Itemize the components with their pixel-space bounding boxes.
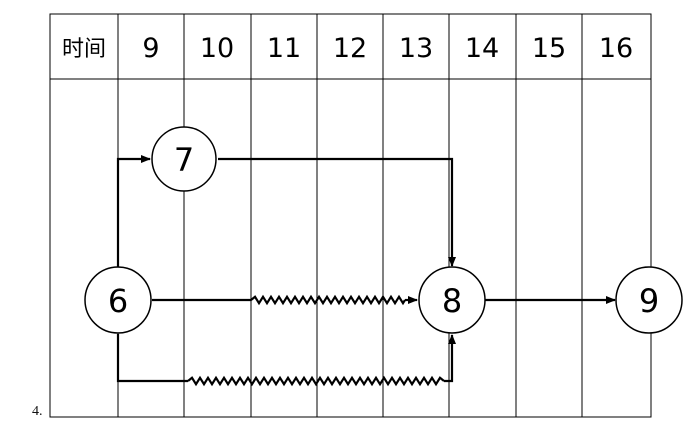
node-9-label: 9 [639, 282, 659, 320]
header-label-time: 时间 [62, 37, 106, 62]
nodes: 7 6 8 9 [84, 126, 683, 334]
node-9: 9 [615, 266, 683, 334]
table-border [49, 13, 652, 418]
node-7-label: 7 [174, 141, 194, 179]
header-col-14: 14 [465, 33, 499, 64]
node-7: 7 [151, 126, 217, 192]
edge-6-to-8-wavy-part [250, 294, 406, 306]
edge-6-to-7 [116, 155, 151, 273]
node-6: 6 [84, 266, 152, 334]
node-7-circle [151, 126, 217, 192]
time-table-grid [49, 13, 652, 418]
node-6-label: 6 [108, 282, 128, 320]
node-9-circle [615, 266, 683, 334]
header-col-16: 16 [599, 33, 633, 64]
header-col-15: 15 [532, 33, 566, 64]
edge-6-to-8-bottom-solid [116, 334, 188, 383]
edge-6-to-8-bottom-arrow [444, 334, 456, 383]
node-6-circle [84, 266, 152, 334]
node-8: 8 [418, 266, 486, 334]
node-8-label: 8 [442, 282, 462, 320]
header-col-10: 10 [200, 33, 234, 64]
edges [116, 155, 616, 387]
edge-6-to-8-bottom-wavy [187, 375, 445, 387]
table-header: 时间 9 10 11 12 13 14 15 16 [62, 33, 633, 64]
edge-7-to-8 [218, 157, 456, 267]
header-col-12: 12 [333, 33, 367, 64]
header-col-11: 11 [267, 33, 301, 64]
node-8-circle [418, 266, 486, 334]
problem-number: 4. [32, 404, 43, 419]
header-col-13: 13 [399, 33, 433, 64]
header-col-9: 9 [142, 33, 159, 64]
